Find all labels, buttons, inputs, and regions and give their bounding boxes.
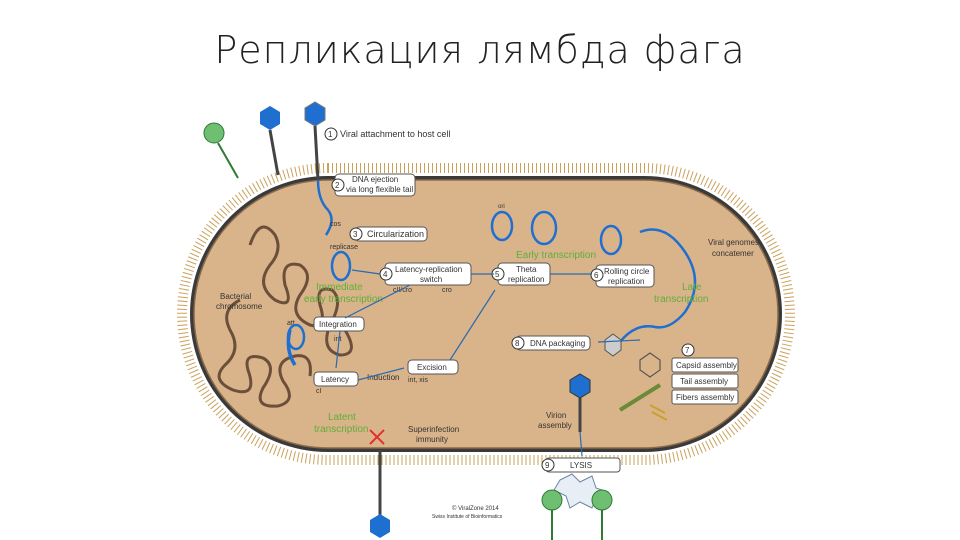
ci-label: cI	[316, 388, 322, 395]
copyright-label-2: Swiss Institute of Bioinformatics	[432, 514, 503, 520]
step-4: 4 Latency-replication switch	[379, 262, 472, 286]
theta-ring-2	[530, 210, 558, 246]
early-label: Early transcription	[516, 250, 596, 261]
phage-blue-1	[260, 106, 280, 176]
virion-label-1: Virion	[546, 411, 566, 420]
empty-capsid	[639, 352, 661, 378]
svg-text:6: 6	[594, 271, 599, 280]
tail-assembly-label: Tail assembly	[680, 377, 728, 386]
step-5-label2: replication	[508, 275, 544, 284]
phage-bottom	[370, 450, 390, 538]
int-label: int	[334, 336, 341, 343]
concatemer	[619, 228, 697, 343]
rolling-circle-ring	[599, 224, 623, 256]
late-label-1: Late	[682, 282, 702, 293]
viral-genomes-label-1: Viral genomes	[708, 238, 759, 247]
lysis-label: LYSIS	[570, 461, 592, 470]
virion-label-2: assembly	[538, 421, 572, 430]
step-1: 1 Viral attachment to host cell	[324, 127, 450, 141]
cii-cro-label: cII/cro	[393, 287, 412, 294]
immediate-label-1: Immediate	[316, 282, 363, 293]
svg-text:8: 8	[515, 339, 520, 348]
bacterial-label-1: Bacterial	[220, 292, 251, 301]
step-5-label: Theta	[516, 265, 537, 274]
induction-label: Induction	[367, 373, 399, 382]
integration-label: Integration	[319, 320, 357, 329]
immediate-label-2: early transcription	[304, 294, 383, 305]
packaging-capsid	[604, 333, 622, 357]
step-1-label: Viral attachment to host cell	[340, 129, 450, 139]
tail-fibers	[649, 404, 668, 421]
svg-text:2: 2	[335, 181, 340, 190]
step-8: 8 DNA packaging	[511, 335, 591, 351]
int-xis-label: int, xis	[408, 377, 428, 384]
svg-text:3: 3	[353, 230, 358, 239]
block-cross	[369, 429, 385, 445]
theta-ring-1	[490, 210, 514, 242]
att-genome	[286, 323, 306, 351]
step-2-label2: via long flexible tail	[346, 185, 413, 194]
slide-title: Репликация лямбда фага	[214, 28, 746, 72]
superinfection-label-1: Superinfection	[408, 425, 459, 434]
copyright-label: © ViralZone 2014	[452, 505, 499, 512]
svg-text:5: 5	[495, 270, 500, 279]
svg-text:9: 9	[545, 461, 550, 470]
step-5: 5 Theta replication	[491, 262, 551, 286]
svg-text:1: 1	[328, 130, 333, 139]
step-2-label: DNA ejection	[352, 175, 398, 184]
injected-dna	[316, 179, 333, 236]
fibers-assembly-label: Fibers assembly	[676, 393, 734, 402]
released-phage-1	[541, 489, 563, 540]
released-phage-2	[591, 489, 613, 540]
latent-label-2: transcription	[314, 424, 368, 435]
cytoplasm	[193, 179, 779, 449]
svg-text:7: 7	[685, 346, 690, 355]
step-6-label: Rolling circle	[604, 267, 650, 276]
step-3-label: Circularization	[367, 229, 424, 239]
svg-text:4: 4	[383, 270, 388, 279]
latency-box	[313, 371, 359, 387]
superinfection-label-2: immunity	[416, 435, 448, 444]
cro-label: cro	[442, 287, 452, 294]
replicase-label: replicase	[330, 244, 358, 251]
latent-label-1: Latent	[328, 412, 356, 423]
cos-label: cos	[330, 221, 341, 228]
step-7: 7 Capsid assembly Tail assembly Fibers a…	[671, 343, 739, 405]
cell-wall	[177, 163, 795, 465]
excision-label: Excision	[417, 363, 447, 372]
step-3: 3 Circularization	[349, 226, 428, 242]
step-4-label: Latency-replication	[395, 265, 462, 274]
phage-green-left	[203, 122, 239, 179]
step-4-label2: switch	[420, 275, 442, 284]
integration-box	[313, 316, 365, 332]
late-label-2: transcription	[654, 294, 708, 305]
step-2: 2 DNA ejection via long flexible tail	[331, 173, 416, 197]
assembled-virion	[569, 373, 591, 432]
step-6: 6 Rolling circle replication	[590, 264, 655, 288]
latency-label: Latency	[321, 375, 349, 384]
step-8-label: DNA packaging	[530, 339, 585, 348]
att-label: att	[287, 320, 295, 327]
capsid-assembly-label: Capsid assembly	[676, 361, 737, 370]
excision-box	[407, 359, 459, 375]
viral-genomes-label-2: concatemer	[712, 249, 754, 258]
step-9: 9 LYSIS	[541, 457, 621, 473]
phage-blue-2	[304, 101, 326, 181]
step-6-label2: replication	[608, 277, 644, 286]
assembling-tail	[618, 383, 662, 412]
bacterial-label-2: chromosome	[216, 302, 263, 311]
ori-label: ori	[498, 204, 505, 210]
circular-genome	[330, 250, 352, 282]
flow-arrows	[335, 269, 641, 457]
